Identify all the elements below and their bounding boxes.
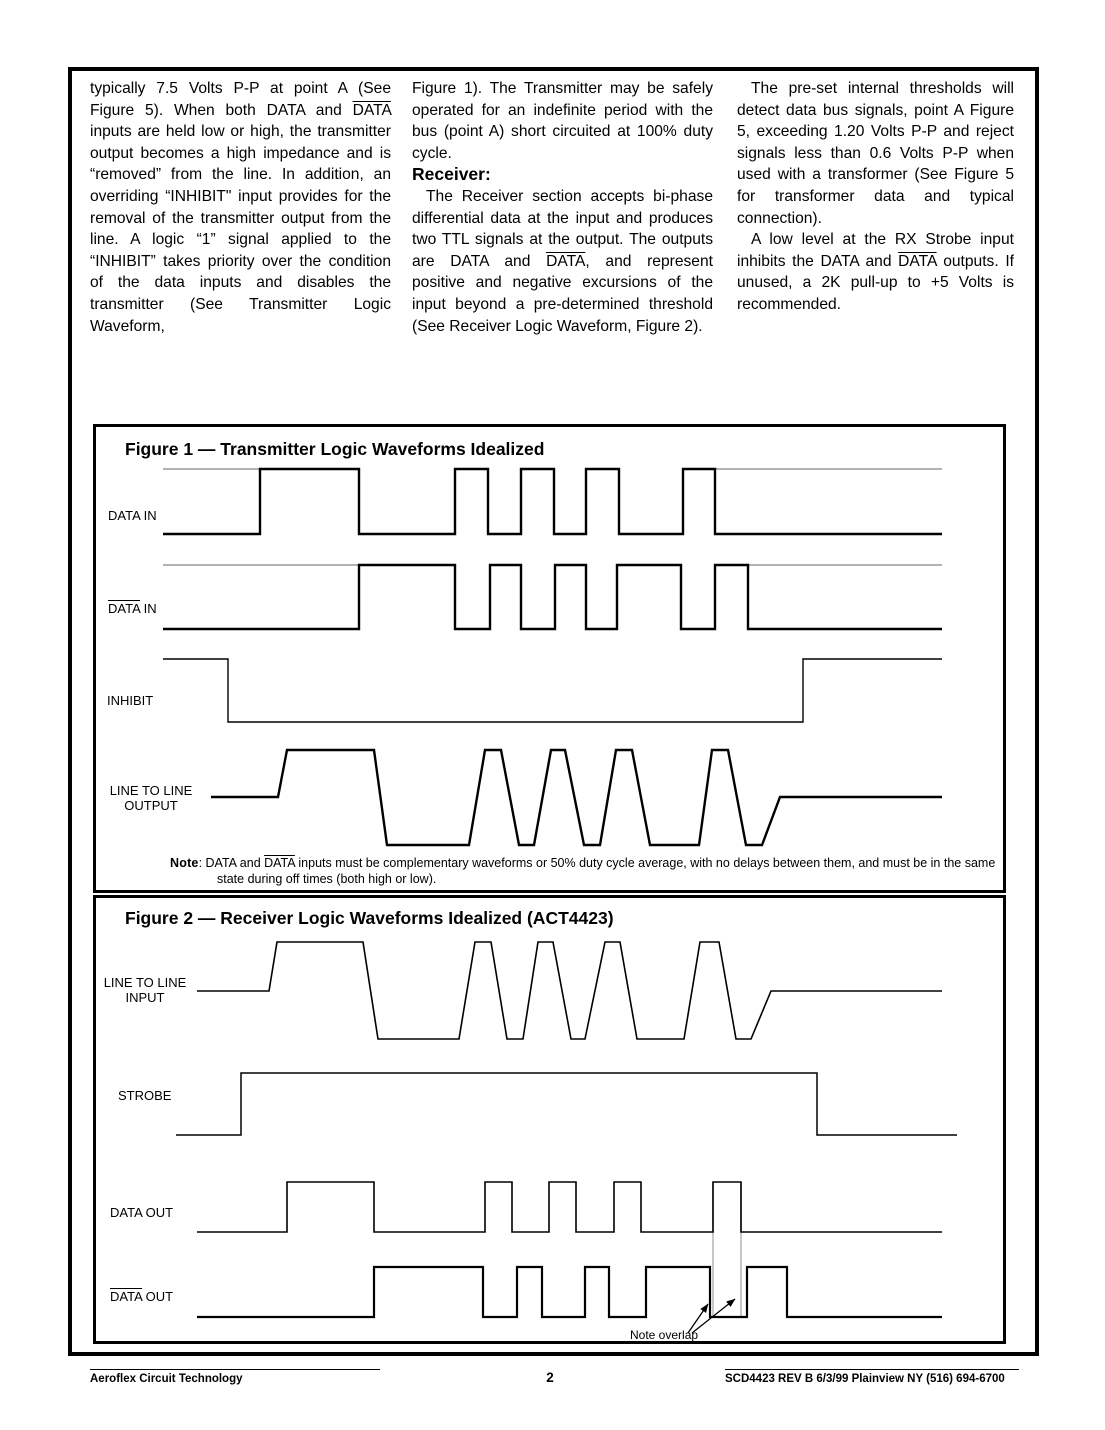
data-bar-text: DATA	[264, 856, 295, 870]
label-inhibit: INHIBIT	[107, 693, 154, 708]
data-bar-text: DATA	[898, 252, 937, 270]
note-overlap-annotation: Note overlap	[630, 1328, 699, 1342]
receiver-section-heading: Receiver:	[412, 164, 491, 185]
footer-company: Aeroflex Circuit Technology	[90, 1369, 380, 1385]
footer-doc-id: SCD4423 REV B 6/3/99 Plainview NY (516) …	[725, 1369, 1019, 1385]
label-data-in-bar: DATA IN	[108, 601, 157, 616]
text-column-2: Figure 1). The Transmitter may be safely…	[412, 78, 713, 337]
label-text: LINE TO LINE	[103, 975, 187, 990]
label-text: INPUT	[125, 990, 165, 1005]
note-colon: :	[198, 856, 206, 870]
label-data-out-bar: DATA OUT	[110, 1289, 173, 1304]
figure2-box	[93, 895, 1006, 1344]
paragraph: The Receiver section accepts bi-phase di…	[412, 186, 713, 337]
text-column-1: typically 7.5 Volts P-P at point A (See …	[90, 78, 391, 337]
label-data-in: DATA IN	[108, 508, 157, 523]
figure1-box	[93, 424, 1006, 893]
footer-page-number: 2	[546, 1370, 554, 1385]
body-text: typically 7.5 Volts P-P at point A (See …	[90, 80, 391, 119]
label-line-to-line-output: LINE TO LINE OUTPUT	[101, 783, 201, 813]
label-strobe: STROBE	[118, 1088, 172, 1103]
body-text: inputs are held low or high, the transmi…	[90, 123, 391, 335]
text-column-3: The pre-set internal thresholds will det…	[737, 78, 1014, 316]
label-data-out: DATA OUT	[110, 1205, 174, 1220]
data-bar-text: DATA	[352, 101, 391, 119]
note-text: inputs must be complementary waveforms o…	[217, 856, 996, 886]
paragraph: Figure 1). The Transmitter may be safely…	[412, 80, 713, 162]
data-bar-text: DATA	[108, 601, 141, 616]
figure1-title: Figure 1 — Transmitter Logic Waveforms I…	[125, 439, 545, 459]
paragraph: typically 7.5 Volts P-P at point A (See …	[90, 78, 391, 337]
figure1-note: Note: DATA and DATA inputs must be compl…	[170, 855, 1009, 887]
figure2-title: Figure 2 — Receiver Logic Waveforms Idea…	[125, 908, 614, 928]
page-border-box	[68, 67, 1039, 1356]
note-text: DATA and	[205, 856, 265, 870]
label-text: OUTPUT	[124, 798, 178, 813]
note-label: Note	[170, 856, 199, 870]
paragraph: A low level at the RX Strobe input inhib…	[737, 229, 1014, 315]
data-bar-text: DATA	[546, 252, 586, 270]
body-text: , and represent positive and negative ex…	[412, 252, 713, 335]
label-text: IN	[140, 601, 157, 616]
body-text: outputs. If unused, a 2K pull-up to +5 V…	[737, 252, 1014, 313]
label-text: LINE TO LINE	[109, 783, 193, 798]
body-text: A low level at the RX Strobe input inhib…	[737, 231, 1014, 270]
label-text: OUT	[142, 1289, 174, 1304]
body-text: The Receiver section accepts bi-phase di…	[412, 187, 713, 270]
data-bar-text: DATA	[110, 1289, 143, 1304]
label-line-to-line-input: LINE TO LINE INPUT	[97, 975, 193, 1005]
paragraph: The pre-set internal thresholds will det…	[737, 80, 1014, 227]
